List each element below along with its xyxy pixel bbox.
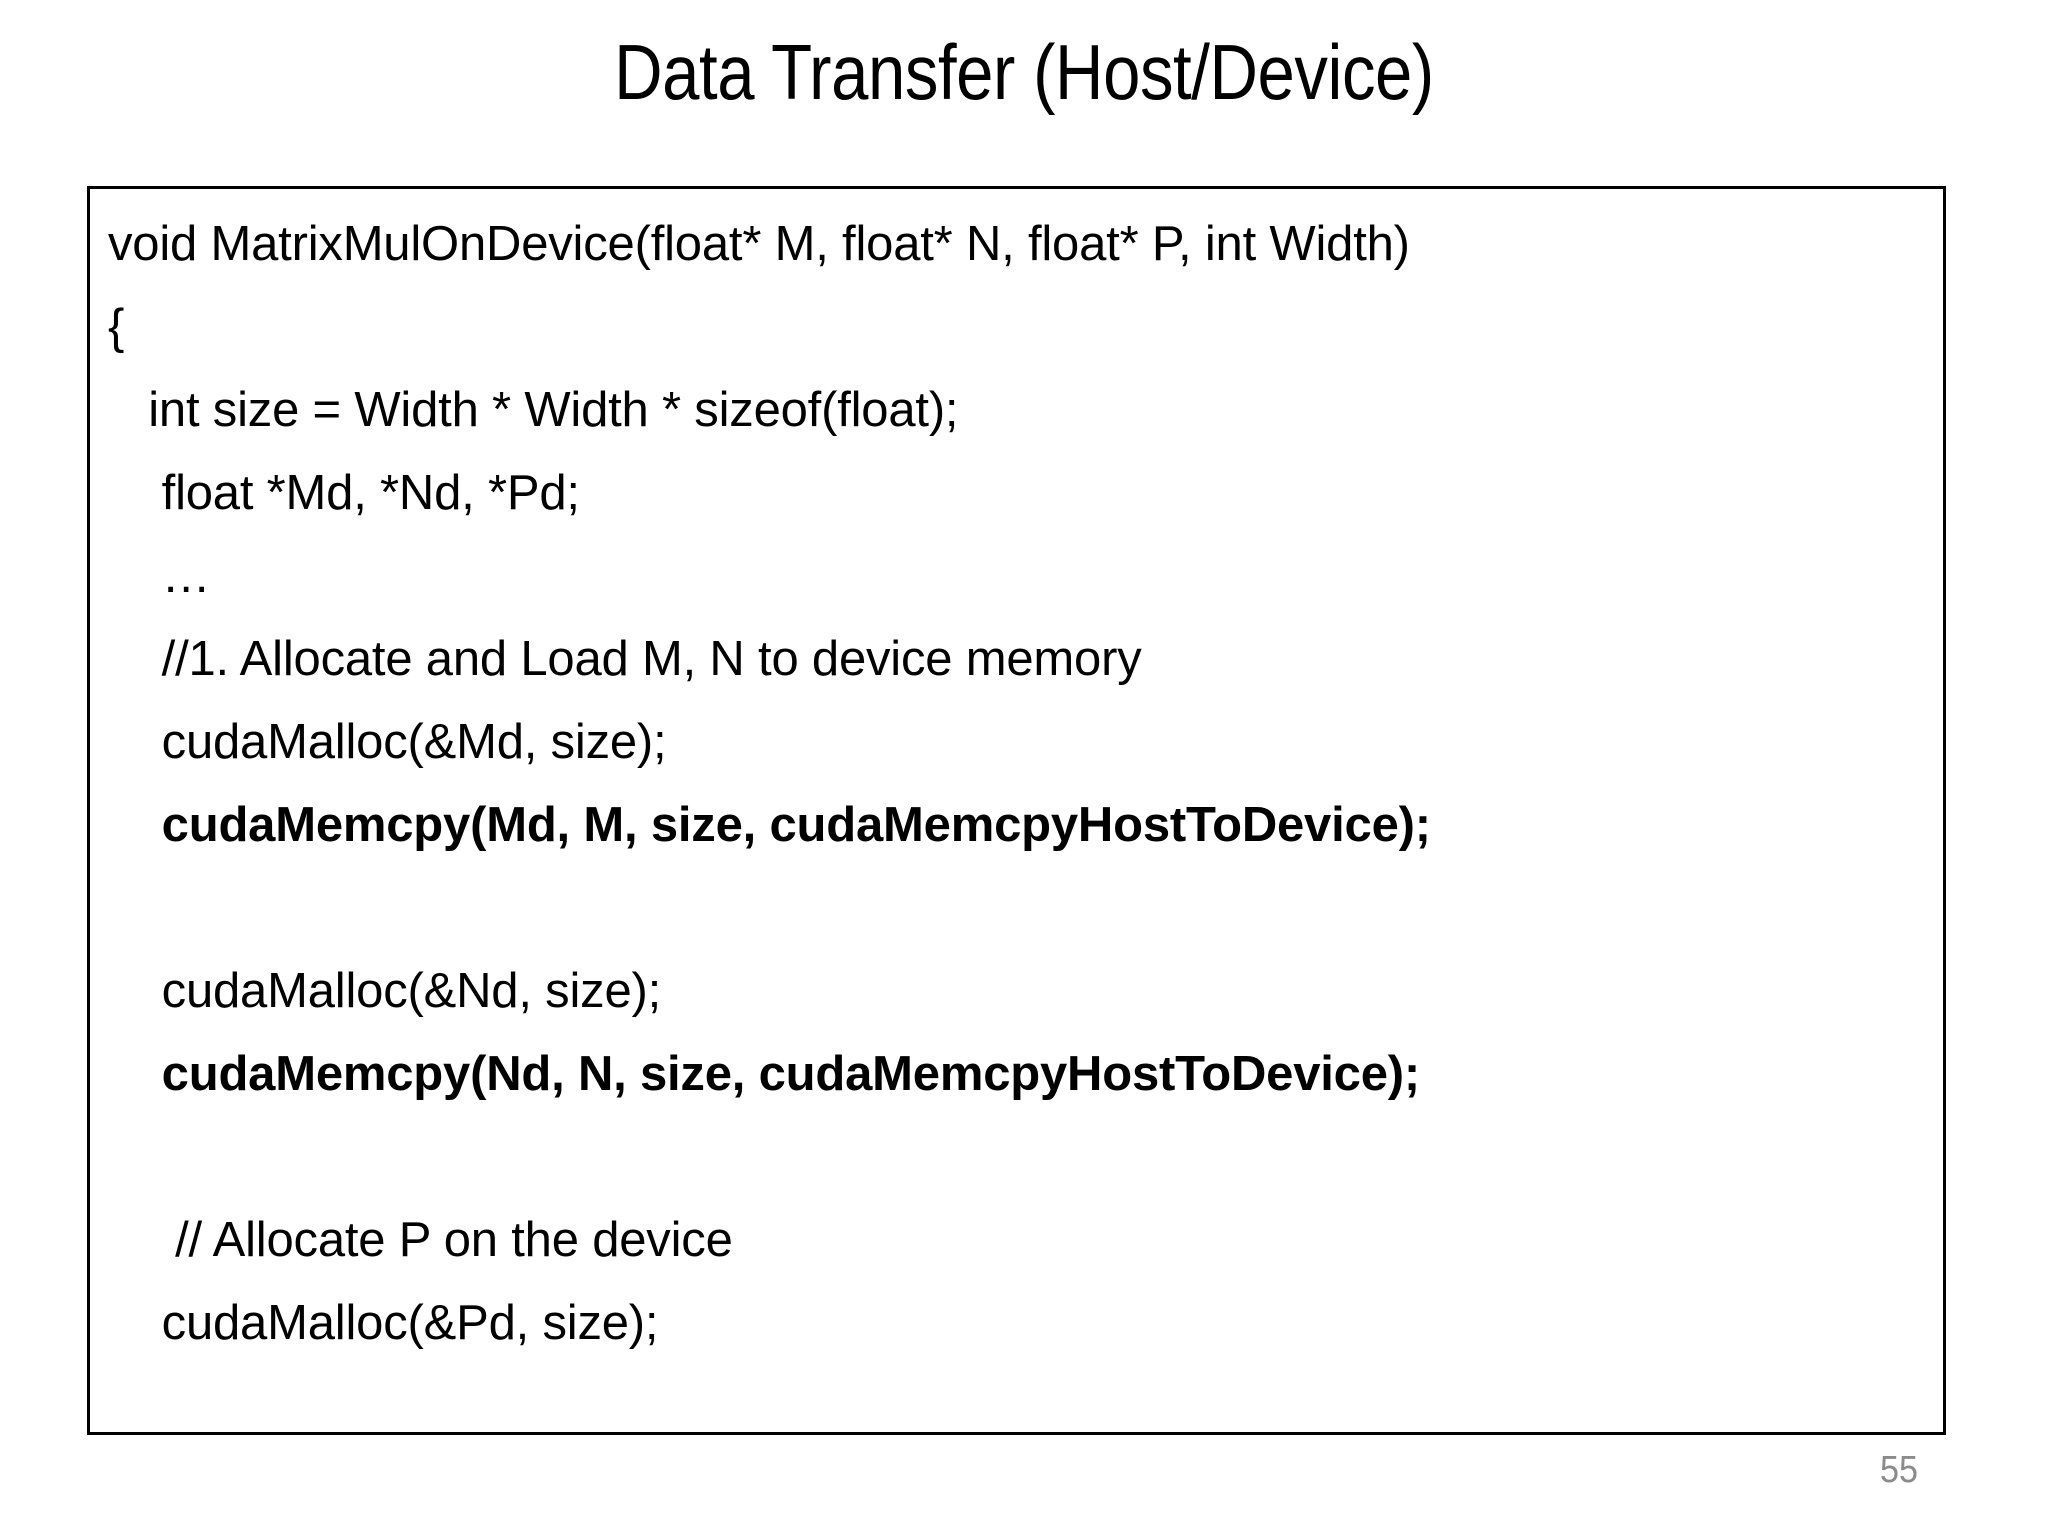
code-line: cudaMalloc(&Pd, size); — [108, 1296, 659, 1350]
page-title: Data Transfer (Host/Device) — [614, 28, 1434, 116]
code-line: cudaMalloc(&Md, size); — [108, 715, 667, 769]
code-line: void MatrixMulOnDevice(float* M, float* … — [108, 217, 1410, 271]
code-line: cudaMemcpy(Md, M, size, cudaMemcpyHostTo… — [108, 798, 1431, 852]
code-block-container: void MatrixMulOnDevice(float* M, float* … — [87, 186, 1946, 1435]
code-line — [108, 1116, 1935, 1199]
page-number: 55 — [1880, 1449, 1919, 1491]
code-line: float *Md, *Nd, *Pd; — [108, 466, 580, 520]
code-line: cudaMemcpy(Nd, N, size, cudaMemcpyHostTo… — [108, 1047, 1421, 1101]
code-line — [108, 867, 1935, 950]
code-line: cudaMalloc(&Nd, size); — [108, 964, 662, 1018]
code-line: { — [108, 300, 125, 354]
code-line: //1. Allocate and Load M, N to device me… — [108, 632, 1142, 686]
code-line-list: void MatrixMulOnDevice(float* M, float* … — [108, 203, 1935, 1365]
code-line: … — [108, 549, 211, 603]
code-line: int size = Width * Width * sizeof(float)… — [108, 383, 959, 437]
code-line: // Allocate P on the device — [108, 1213, 733, 1267]
